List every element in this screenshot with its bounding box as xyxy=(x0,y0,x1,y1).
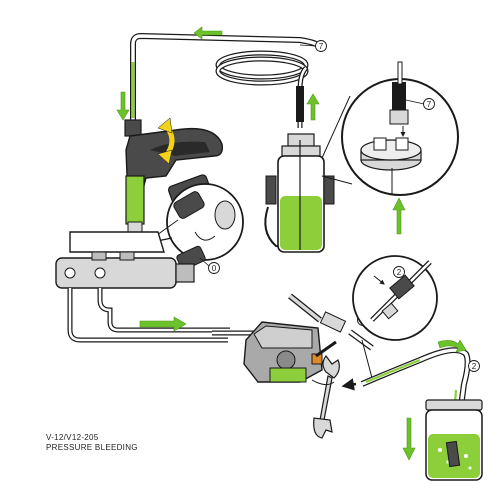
black-arrow-icon xyxy=(341,378,357,391)
detail-bleeder-nipple: 2 xyxy=(352,255,438,341)
detail-bottle-cap: 7 xyxy=(321,61,459,196)
callout-label: 2 xyxy=(397,268,402,277)
wrench-motion-line xyxy=(311,379,335,386)
detail-pump-valve: 0 xyxy=(166,183,244,274)
callout-label: 7 xyxy=(427,100,432,109)
master-cylinder xyxy=(55,231,195,289)
callout-label: 2 xyxy=(472,362,477,371)
green-arrow-icon xyxy=(402,417,416,461)
brake-lines xyxy=(67,288,260,343)
callout-hose-top: 7 xyxy=(299,40,327,52)
figure-code: V-12/V12-205 xyxy=(46,433,99,442)
callout-label: 0 xyxy=(212,264,217,273)
green-arrow-icon xyxy=(193,26,223,40)
leader-line xyxy=(361,339,373,379)
green-arrow-icon xyxy=(139,316,187,332)
yellow-double-arrow-icon xyxy=(157,117,175,165)
callout-label: 7 xyxy=(319,42,324,51)
fluid-bottle xyxy=(264,133,335,253)
catch-jar xyxy=(425,399,483,481)
figure-title: PRESSURE BLEEDING xyxy=(46,443,138,452)
green-arrow-icon xyxy=(392,197,406,235)
brake-caliper xyxy=(243,321,337,383)
green-arrow-icon xyxy=(306,93,320,121)
wrench-icon xyxy=(313,354,340,439)
supply-hose xyxy=(130,32,319,128)
green-arrow-icon xyxy=(116,91,130,121)
green-arrow-icon xyxy=(437,339,467,353)
